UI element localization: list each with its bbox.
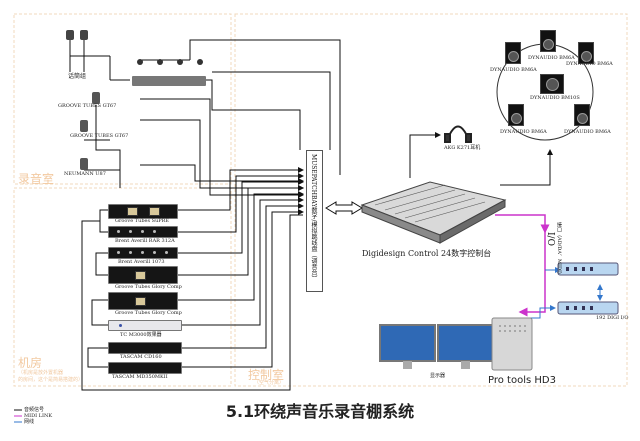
speaker-rear-left [508, 104, 524, 126]
speaker-front-left-label: DYNAUDIO BM6A [490, 67, 537, 73]
io-units [557, 262, 619, 315]
headphones-label: AKG K271耳机 [444, 145, 481, 151]
speaker-front-right-label: DYNAUDIO BM6A [566, 61, 613, 67]
rack-unit-supre [108, 204, 178, 219]
rack-label: Groove Tubes Glory Comp [115, 310, 182, 316]
mic-icon [80, 30, 88, 40]
protools-label: Pro tools HD3 [488, 375, 556, 386]
rack-label: Groove Tubes SuPRE [115, 218, 170, 224]
rack-unit-md350 [108, 362, 182, 374]
patchbay [306, 150, 323, 292]
rack-unit-1073 [108, 247, 178, 259]
rack-unit-glory-comp-1 [108, 266, 178, 284]
io-model-label: 192 DIGI I/O [596, 315, 629, 321]
neumann-label: NEUMANN U87 [64, 171, 106, 177]
rack-label: Groove Tubes Glory Comp [115, 284, 182, 290]
monitors-drawing [379, 324, 494, 369]
subwoofer-label: DYNAUDIO BM10S [530, 95, 580, 101]
patch-console-link [325, 201, 363, 215]
io-label: I/O [545, 232, 555, 246]
patchbay-label: MUSEPATCHBAY数字/模拟跳线盘（调音台） [310, 154, 317, 282]
control-room-note: （空气分离） [254, 380, 285, 386]
monitors-label: 显示器 [430, 373, 446, 379]
zone-recording-room: 录音室 [18, 172, 55, 186]
rack-unit-cd160 [108, 342, 182, 354]
legend-lines [14, 409, 22, 423]
zone-control-room: 控制室 [248, 368, 285, 382]
legend-midi: MIDI LINK [24, 413, 53, 419]
console-outputs [409, 132, 553, 186]
mic-icon [92, 92, 100, 104]
console-drawing [360, 181, 507, 244]
speaker-center [540, 30, 556, 52]
zone-borders [13, 13, 628, 387]
speaker-front-left [505, 42, 521, 64]
legend-audio: 音频信号 [24, 407, 45, 413]
midi-link [495, 214, 550, 317]
gt67-label-2: GROOVE TUBES GT67 [70, 133, 129, 139]
io-sub-label: 接口（AD/DA、MIDI） [556, 222, 562, 278]
rack-label: TASCAM CD160 [120, 354, 162, 360]
headphone-amp [132, 76, 206, 86]
zone-machine-room: 机房 [18, 356, 43, 370]
console-label: Digidesign Control 24数字控制台 [362, 249, 492, 258]
rack-label: TC M3000效果器 [120, 332, 162, 338]
machine-room-note-2: 的房间，这个是简易搭建的） [18, 377, 84, 383]
rack-label: Brent Averill RAR 312A [115, 238, 175, 244]
page-title: 5.1环绕声音乐录音棚系统 [225, 402, 415, 421]
mic-icon [80, 158, 88, 170]
rack-unit-rar312a [108, 226, 178, 238]
speaker-center-label: DYNAUDIO BM6A [528, 55, 575, 61]
top-headphones [137, 59, 203, 65]
rack-unit-glory-comp-2 [108, 292, 178, 310]
legend-network: 网线 [24, 419, 35, 425]
speaker-rear-left-label: DYNAUDIO BM6A [500, 129, 547, 135]
subwoofer [540, 74, 564, 94]
mic-group-label: 话筒组 [68, 73, 87, 80]
speaker-front-right [578, 42, 594, 64]
mic-icon [80, 120, 88, 132]
rack-label: Brent Averill 1073 [118, 259, 165, 265]
machine-room-note-1: （机房是放外置机器 [18, 370, 64, 376]
rack-label: TASCAM MD350MKII [112, 374, 168, 380]
speaker-rear-right [574, 104, 590, 126]
protools-tower [491, 317, 533, 371]
outboard-to-patch [81, 167, 304, 391]
speaker-rear-right-label: DYNAUDIO BM6A [564, 129, 611, 135]
rack-unit-m3000 [108, 320, 182, 331]
headphones-drawing [444, 125, 472, 143]
gt67-label-1: GROOVE TUBES GT67 [58, 103, 117, 109]
mic-icon [66, 30, 74, 40]
mic-cables [69, 40, 190, 188]
